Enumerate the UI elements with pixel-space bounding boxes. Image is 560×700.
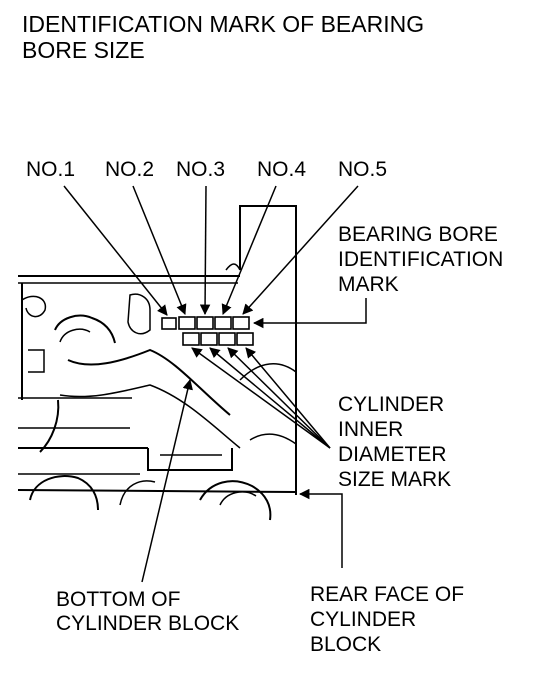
- bearing-bore-label-line-3: MARK: [338, 273, 399, 296]
- bottom-block-label-line-1: BOTTOM OF: [56, 588, 180, 611]
- number-label-1: NO.1: [26, 158, 75, 181]
- cylinder-inner-label-line-3: DIAMETER: [338, 443, 447, 466]
- leader-no3: [199, 185, 211, 316]
- cylinder-leader-3: [227, 347, 331, 449]
- number-label-5: NO.5: [338, 158, 387, 181]
- cylinder-inner-label-line-1: CYLINDER: [338, 393, 444, 416]
- leader-no1: [63, 185, 168, 316]
- leader-no4: [221, 185, 277, 315]
- bottom-block-leader: [141, 378, 193, 583]
- cylinder-inner-label-line-4: SIZE MARK: [338, 468, 451, 491]
- bearing-bore-leader: [252, 298, 367, 329]
- bearing-mark-box-1: [161, 317, 177, 330]
- number-label-3: NO.3: [176, 158, 225, 181]
- bearing-bore-label-line-2: IDENTIFICATION: [338, 248, 503, 271]
- bearing-mark-box-5: [232, 316, 250, 330]
- cylinder-leader-1: [191, 347, 331, 449]
- rear-face-label-line-2: CYLINDER: [310, 608, 416, 631]
- cylinder-leader-2: [209, 347, 331, 449]
- diagram-title-line-1: IDENTIFICATION MARK OF BEARING: [22, 11, 424, 37]
- rear-face-label-line-1: REAR FACE OF: [310, 583, 464, 606]
- bearing-mark-box-3: [196, 316, 214, 330]
- bottom-block-label-line-2: CYLINDER BLOCK: [56, 612, 239, 635]
- cylinder-block-drawing: [17, 205, 297, 521]
- number-label-2: NO.2: [105, 158, 154, 181]
- cylinder-mark-box-2: [200, 332, 218, 346]
- rear-face-leader: [298, 488, 343, 568]
- bearing-mark-box-4: [214, 316, 232, 330]
- leader-no5: [242, 185, 359, 315]
- rear-face-label-line-3: BLOCK: [310, 633, 381, 656]
- bearing-bore-label-line-1: BEARING BORE: [338, 223, 498, 246]
- cylinder-size-leaders: [191, 347, 331, 449]
- diagram-title-line-2: BORE SIZE: [22, 37, 145, 63]
- cylinder-leader-4: [245, 347, 331, 449]
- leader-no2: [132, 185, 187, 315]
- number-leader-lines: [63, 185, 359, 316]
- cylinder-mark-box-4: [236, 332, 254, 346]
- bearing-mark-box-2: [178, 316, 196, 330]
- cylinder-mark-box-1: [182, 332, 200, 346]
- cylinder-inner-label-line-2: INNER: [338, 418, 403, 441]
- cylinder-size-mark-boxes: [182, 332, 254, 346]
- cylinder-mark-box-3: [218, 332, 236, 346]
- number-label-4: NO.4: [257, 158, 306, 181]
- bearing-bore-mark-boxes: [161, 316, 250, 330]
